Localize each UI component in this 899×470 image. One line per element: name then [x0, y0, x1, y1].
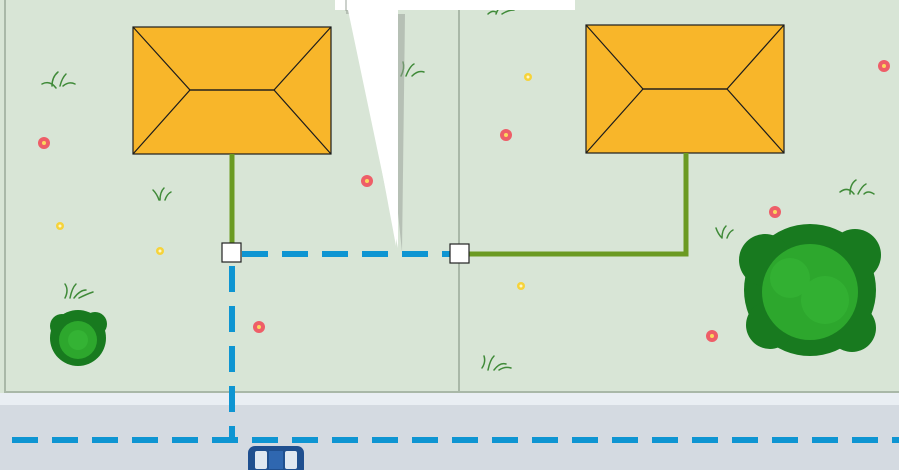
callout-bubble	[335, 0, 575, 252]
flower-icon	[38, 60, 890, 342]
house-roof-icon	[132, 26, 332, 155]
private-lateral-pipe	[229, 153, 689, 257]
public-sewer-pipe	[12, 251, 899, 443]
bush-icon	[739, 224, 881, 356]
sidewalk	[0, 393, 899, 405]
bush-icon	[50, 310, 107, 366]
vehicle-icon	[248, 446, 304, 470]
house-roof-icon	[585, 24, 785, 154]
right-lot	[458, 0, 899, 393]
cleanout-icon	[221, 242, 242, 263]
cleanout-icon	[449, 243, 470, 264]
